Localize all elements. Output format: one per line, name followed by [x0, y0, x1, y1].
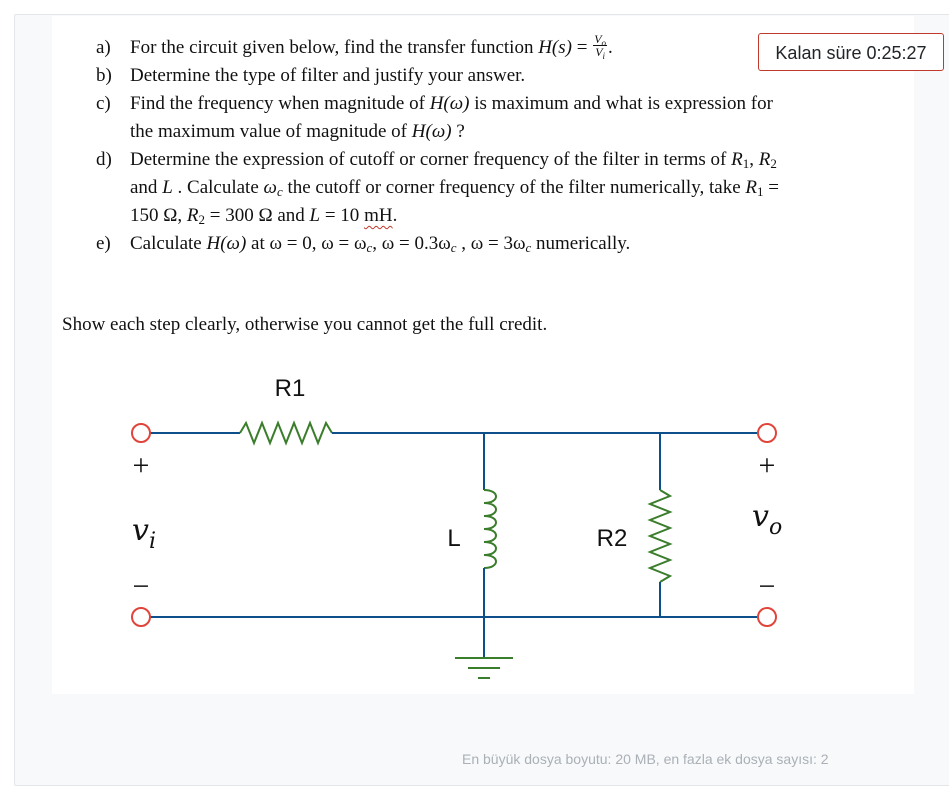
- resistor-r2: [647, 489, 673, 583]
- terminal-in-top: [131, 423, 151, 443]
- inductor-l: [483, 489, 497, 569]
- label-r1: R1: [275, 375, 306, 402]
- resistor-r1: [239, 420, 333, 446]
- question-e: e) Calculate H(ω) at ω = 0, ω = ωc, ω = …: [96, 233, 631, 255]
- timer-value: 0:25:27: [866, 43, 927, 63]
- terminal-out-top: [757, 423, 777, 443]
- minus-in: −: [133, 570, 150, 603]
- terminal-out-bottom: [757, 607, 777, 627]
- plus-out: +: [759, 449, 776, 482]
- label-l: L: [447, 525, 460, 552]
- label-r2: R2: [597, 525, 628, 552]
- timer-box: Kalan süre 0:25:27: [758, 33, 944, 71]
- upload-limit-text: En büyük dosya boyutu: 20 MB, en fazla e…: [462, 751, 829, 767]
- question-b: b) Determine the type of filter and just…: [96, 65, 526, 86]
- instruction-text: Show each step clearly, otherwise you ca…: [62, 314, 548, 335]
- plus-in: +: [133, 449, 150, 482]
- terminal-in-bottom: [131, 607, 151, 627]
- question-a: a) For the circuit given below, find the…: [96, 32, 613, 62]
- question-c: c) Find the frequency when magnitude of …: [96, 93, 773, 142]
- timer-label: Kalan süre: [775, 43, 862, 63]
- unit-mh: mH: [364, 205, 393, 226]
- question-d: d) Determine the expression of cutoff or…: [96, 149, 779, 227]
- label-vo: vo: [752, 499, 782, 540]
- circuit-diagram: R1 L R2 + − + − vi vo: [131, 375, 782, 679]
- label-vi: vi: [132, 513, 156, 554]
- question-list: a) For the circuit given below, find the…: [96, 32, 916, 258]
- minus-out: −: [759, 570, 776, 603]
